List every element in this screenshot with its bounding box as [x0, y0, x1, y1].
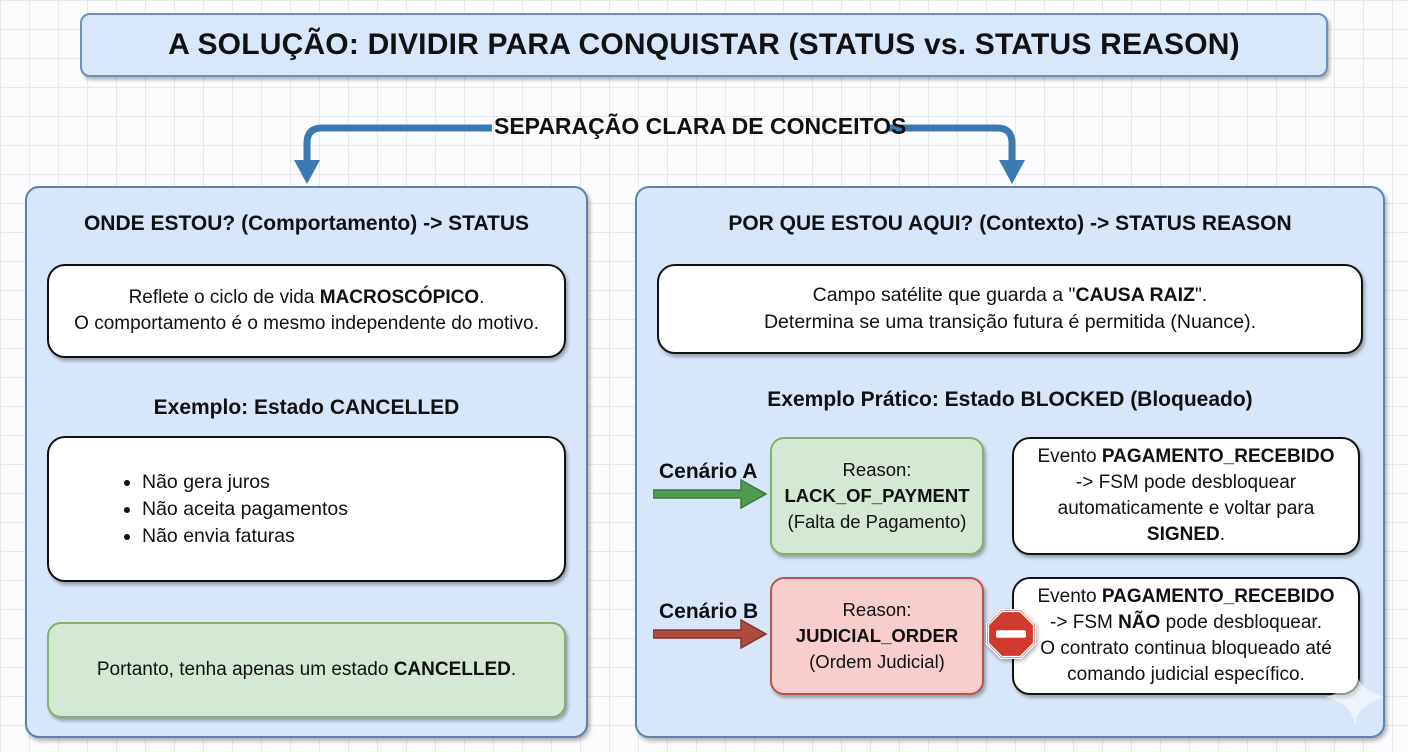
status-definition-box: Reflete o ciclo de vida MACROSCÓPICO.O c… [47, 264, 566, 358]
branch-label: SEPARAÇÃO CLARA DE CONCEITOS [494, 113, 907, 139]
cancelled-behaviour-box: Não gera jurosNão aceita pagamentosNão e… [47, 436, 566, 582]
scenario-b-outcome-box: Evento PAGAMENTO_RECEBIDO-> FSM NÃO pode… [1012, 577, 1360, 695]
scenario-b-arrow-icon [653, 618, 768, 650]
reason-judicial-order-box: Reason:JUDICIAL_ORDER(Ordem Judicial) [770, 577, 984, 695]
status-example-heading: Exemplo: Estado CANCELLED [153, 396, 460, 419]
cancelled-behaviour-list: Não gera jurosNão aceita pagamentosNão e… [142, 469, 564, 550]
scenario-b-label: Cenário B [659, 600, 759, 623]
list-item: Não aceita pagamentos [142, 496, 564, 523]
sparkle-icon [1326, 668, 1384, 726]
blocked-example-heading: Exemplo Prático: Estado BLOCKED (Bloquea… [767, 388, 1253, 411]
diagram-title: A SOLUÇÃO: DIVIDIR PARA CONQUISTAR (STAT… [80, 13, 1328, 77]
list-item: Não envia faturas [142, 523, 564, 550]
arrowhead-left-icon [294, 160, 320, 184]
status-panel-header: ONDE ESTOU? (Comportamento) -> STATUS [83, 212, 530, 235]
arrowhead-right-icon [999, 160, 1025, 184]
status-panel: ONDE ESTOU? (Comportamento) -> STATUS Re… [25, 186, 588, 738]
no-entry-icon [986, 609, 1036, 659]
scenario-a-outcome-box: Evento PAGAMENTO_RECEBIDO-> FSM pode des… [1012, 437, 1360, 555]
status-reason-panel-header: POR QUE ESTOU AQUI? (Contexto) -> STATUS… [728, 212, 1292, 235]
status-conclusion-box: Portanto, tenha apenas um estado CANCELL… [47, 622, 566, 718]
scenario-a-arrow-icon [653, 478, 768, 510]
status-reason-definition-box: Campo satélite que guarda a "CAUSA RAIZ"… [657, 264, 1363, 354]
reason-lack-of-payment-box: Reason:LACK_OF_PAYMENT(Falta de Pagament… [770, 437, 984, 555]
branch-line-right [888, 124, 1016, 164]
list-item: Não gera juros [142, 469, 564, 496]
branch-line-left [303, 124, 492, 164]
status-reason-panel: POR QUE ESTOU AQUI? (Contexto) -> STATUS… [635, 186, 1385, 738]
scenario-a-label: Cenário A [659, 460, 758, 483]
